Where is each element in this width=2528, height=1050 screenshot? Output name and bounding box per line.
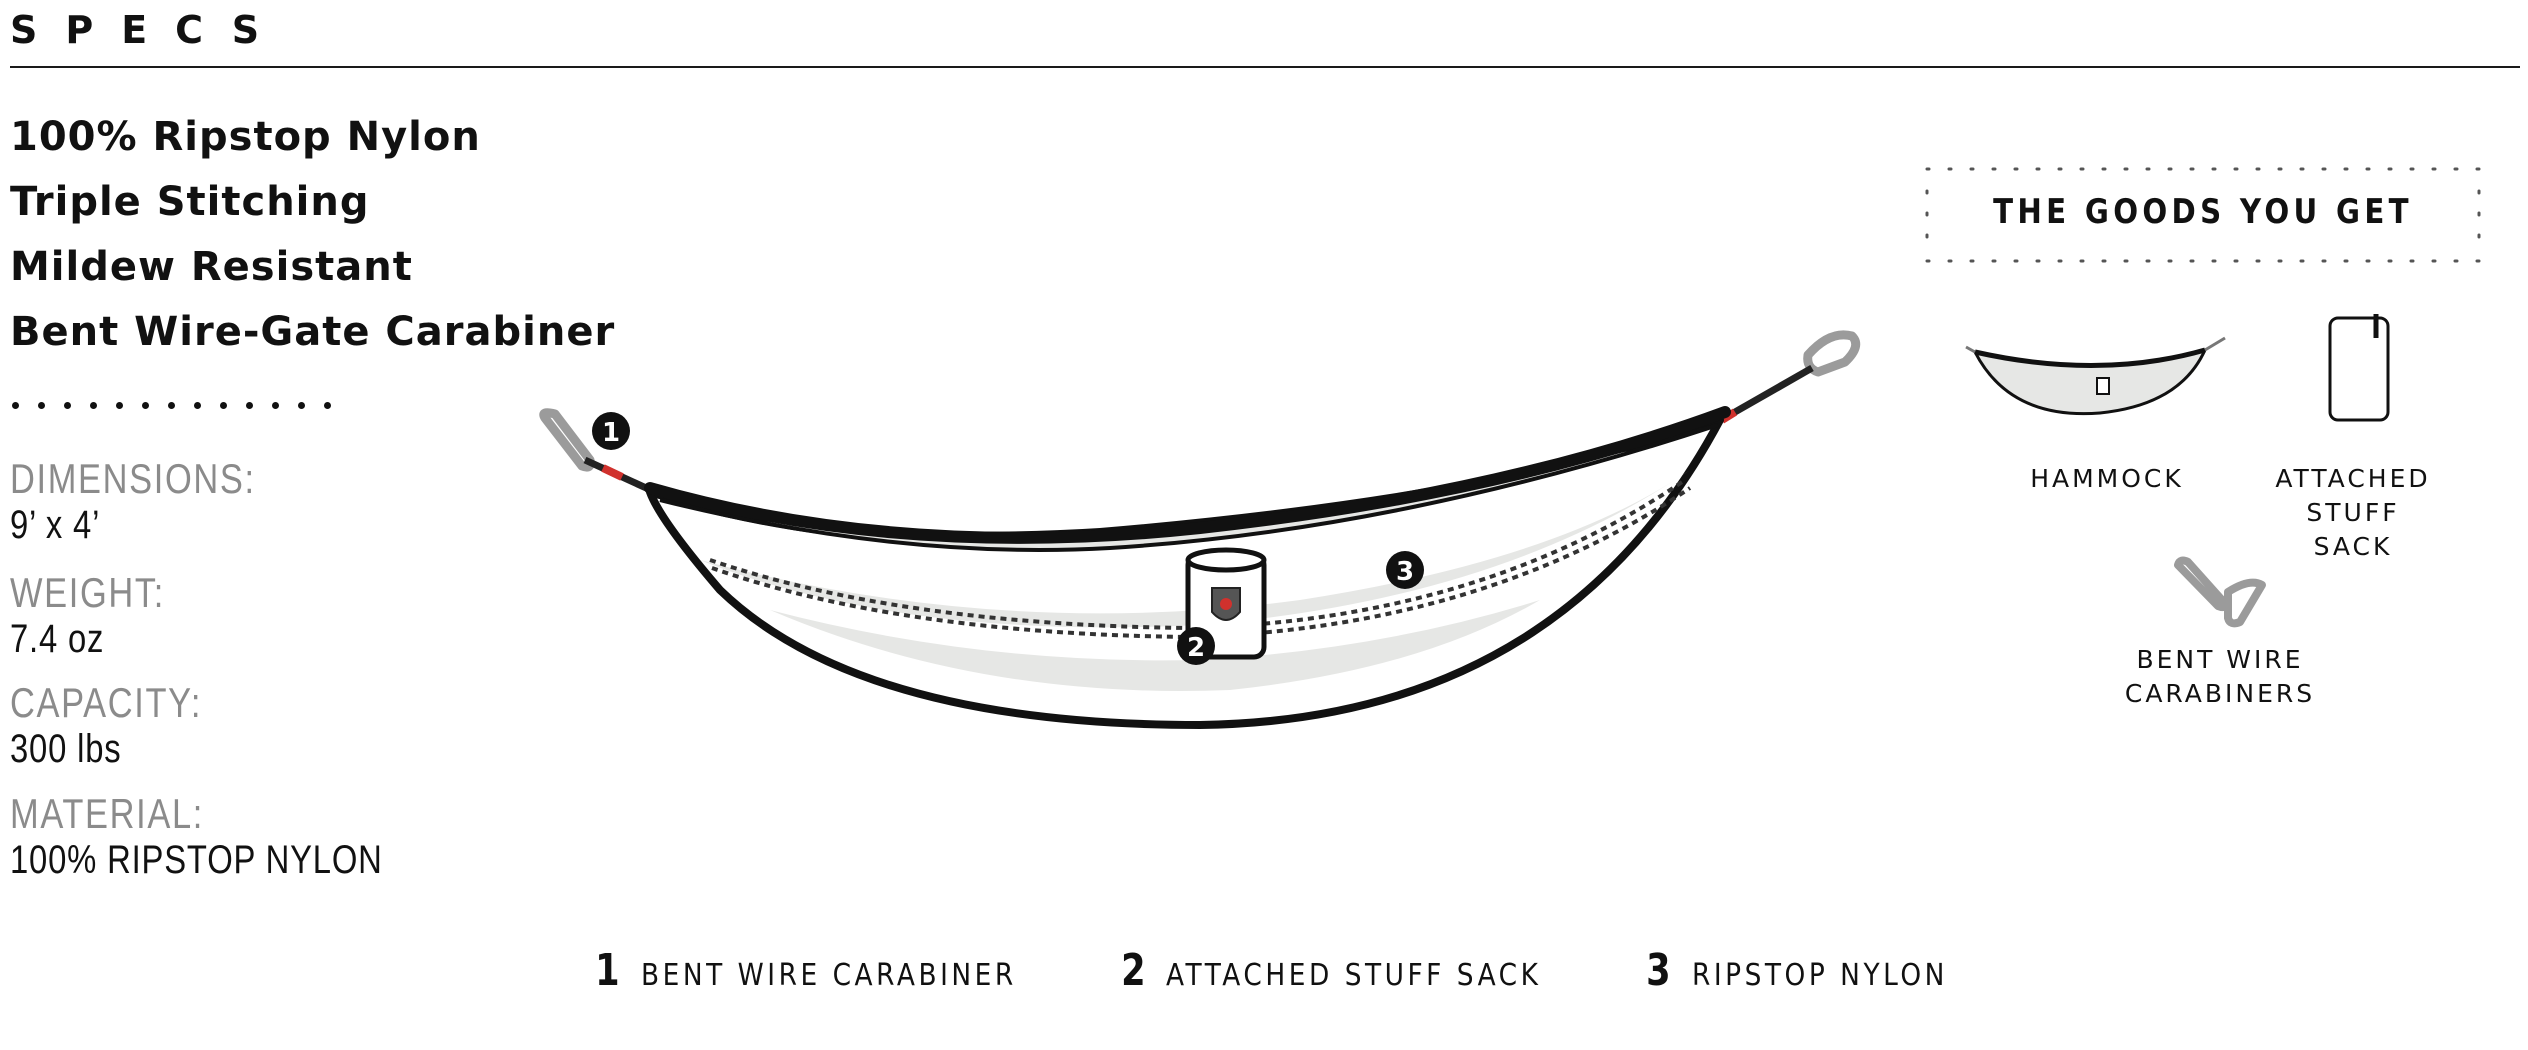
spec-label: CAPACITY: [10,679,203,726]
stuff-sack-icon [2328,314,2390,422]
page-title: SPECS [10,8,288,52]
feature-item: Mildew Resistant [10,244,413,290]
callout-number: 1 [602,418,620,448]
spec-dimensions: DIMENSIONS: 9’ x 4’ [10,456,310,548]
spec-label: MATERIAL: [10,790,205,837]
dotted-frame [1925,167,2481,263]
legend-number: 3 [1645,945,1671,996]
legend-label: BENT WIRE CARABINER [640,958,1017,993]
callout-number: 3 [1396,557,1414,587]
goods-item-label: BENT WIRE CARABINERS [2124,645,2316,708]
goods-item-label: ATTACHED STUFF SACK [2275,464,2431,561]
callout-legend: 1 BENT WIRE CARABINER 2 ATTACHED STUFF S… [592,945,2032,996]
carabiner-icon [1719,330,1861,424]
hammock-illustration: 1 2 3 [539,330,1861,729]
spec-label: WEIGHT: [10,569,165,616]
feature-list: 100% Ripstop Nylon Triple Stitching Mild… [10,105,615,365]
spec-value: 100% RIPSTOP NYLON [10,838,383,882]
spec-value: 9’ x 4’ [10,503,101,547]
spec-capacity: CAPACITY: 300 lbs [10,680,244,772]
spec-label: DIMENSIONS: [10,455,256,502]
callout-2: 2 [1177,627,1215,665]
feature-item: Bent Wire-Gate Carabiner [10,309,616,355]
goods-illustrations [1965,314,2390,628]
legend-label: RIPSTOP NYLON [1691,958,1948,993]
callout-1: 1 [592,412,630,450]
feature-item: Triple Stitching [10,179,370,225]
hammock-icon [1965,336,2226,416]
legend-number: 1 [595,945,620,996]
carabiners-icon [2174,556,2266,628]
goods-item-label: HAMMOCK [2030,464,2184,493]
legend-label: ATTACHED STUFF SACK [1166,958,1542,993]
header-divider [10,66,2520,68]
callout-3: 3 [1386,551,1424,589]
legend-number: 2 [1120,945,1146,996]
carabiner-icon [539,408,657,496]
dotted-divider [12,402,331,409]
goods-title: THE GOODS YOU GET [1993,192,2413,232]
spec-value: 300 lbs [10,727,122,771]
spec-material: MATERIAL: 100% RIPSTOP NYLON [10,791,464,883]
spec-value: 7.4 oz [10,617,105,661]
feature-item: 100% Ripstop Nylon [10,114,481,160]
callout-number: 2 [1187,633,1205,663]
goods-header: THE GOODS YOU GET [1925,167,2481,264]
spec-weight: WEIGHT: 7.4 oz [10,570,199,662]
